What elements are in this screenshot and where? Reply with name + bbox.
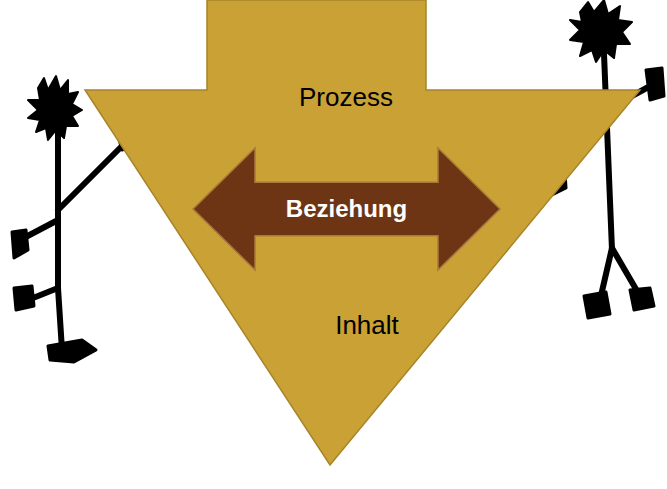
process-arrow-fill: [85, 0, 640, 465]
process-arrow: ProzessInhalt Beziehung: [85, 0, 640, 470]
relation-arrow-fill: [193, 148, 500, 270]
relation-arrow: Beziehung: [193, 148, 500, 270]
process-arrow-label: Prozess: [299, 82, 393, 113]
relation-arrow-label: Beziehung: [286, 195, 407, 224]
process-arrow-label: Inhalt: [335, 310, 399, 341]
